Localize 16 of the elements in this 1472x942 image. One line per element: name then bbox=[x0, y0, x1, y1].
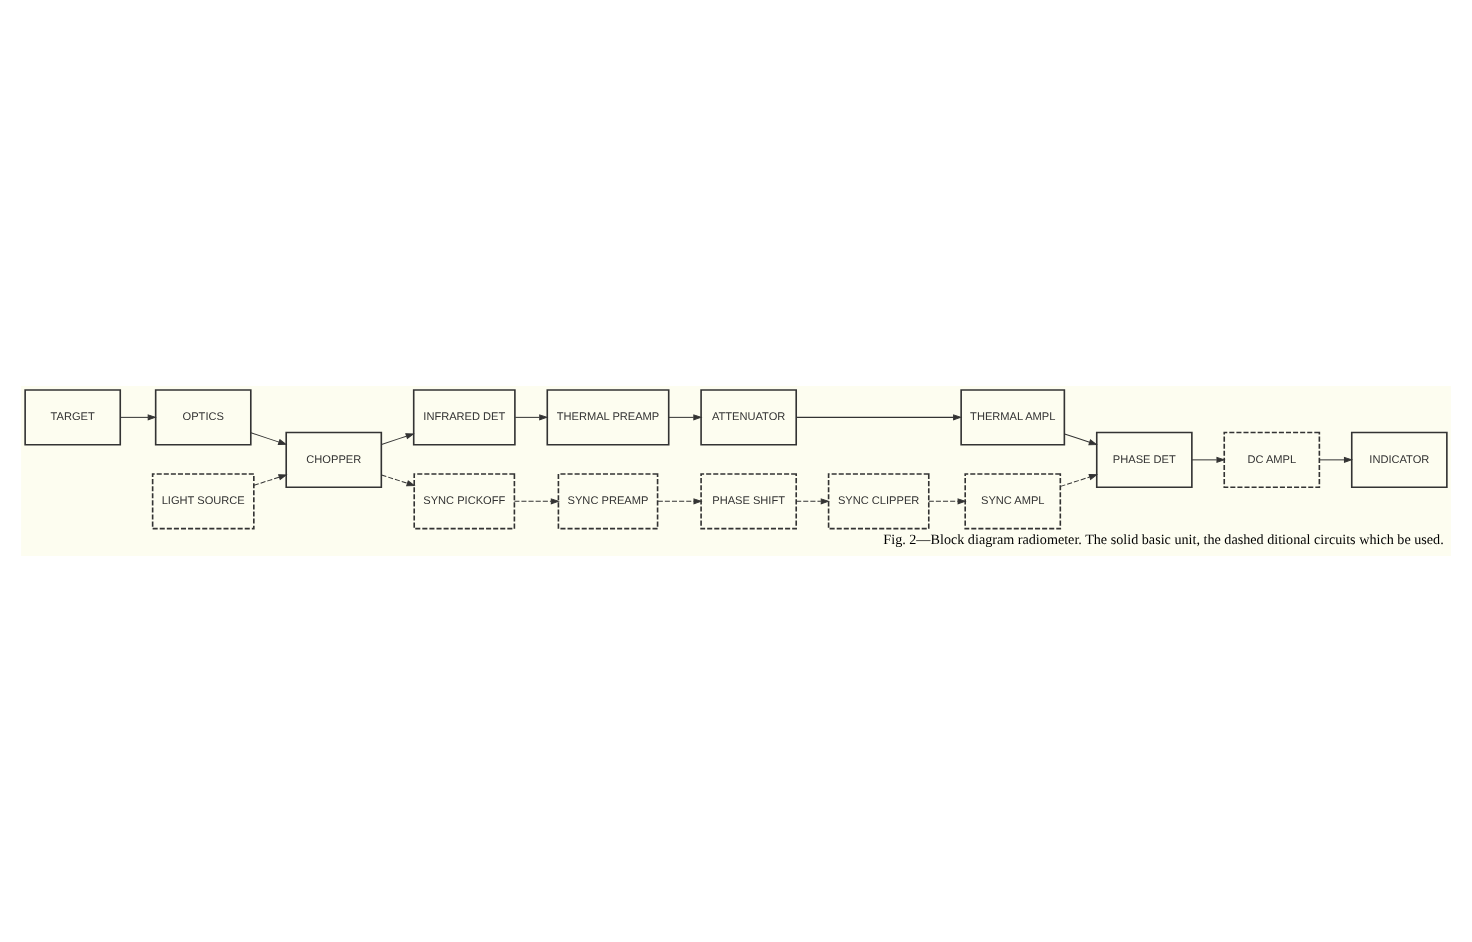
arrow bbox=[381, 433, 415, 445]
arrow bbox=[513, 498, 560, 505]
arrow bbox=[1064, 433, 1098, 446]
arrow bbox=[1191, 456, 1226, 464]
arrow bbox=[253, 474, 288, 486]
arrow bbox=[657, 498, 703, 505]
arrow bbox=[119, 414, 157, 421]
arrow bbox=[795, 498, 830, 505]
arrow bbox=[1060, 474, 1099, 487]
arrow bbox=[514, 414, 549, 421]
arrow bbox=[250, 432, 288, 445]
arrow bbox=[381, 474, 416, 487]
arrow bbox=[795, 414, 963, 421]
arrow bbox=[668, 414, 703, 421]
arrow bbox=[928, 498, 967, 505]
arrow bbox=[1319, 456, 1354, 464]
